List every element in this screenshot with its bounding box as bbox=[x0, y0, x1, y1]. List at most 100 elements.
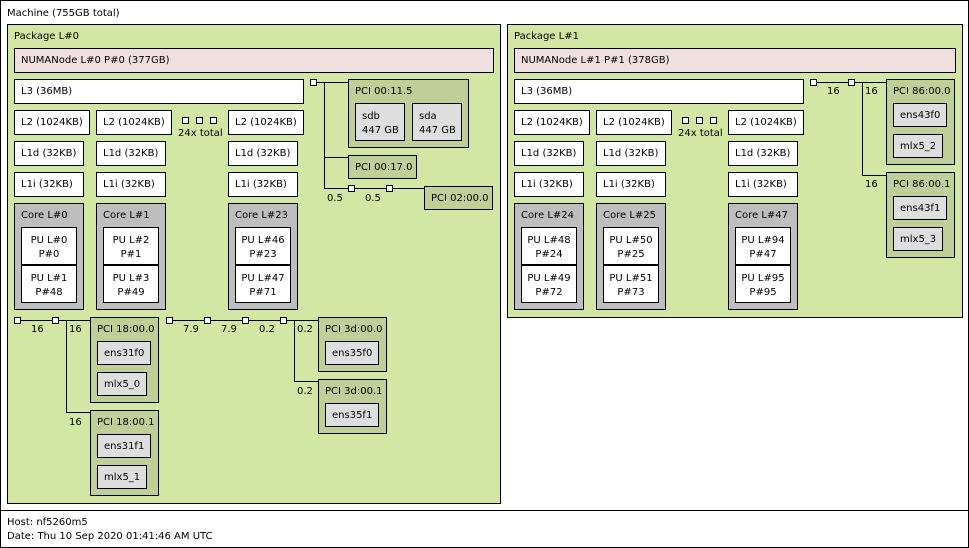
l2-cache: L2 (1024KB) bbox=[596, 110, 672, 135]
link-speed-label: 0.2 bbox=[297, 386, 313, 397]
machine-label: Machine (755GB total) bbox=[7, 8, 120, 19]
block-device-size: 447 GB bbox=[419, 125, 456, 136]
bridge-node bbox=[52, 317, 59, 324]
l1i-cache: L1i (32KB) bbox=[514, 172, 584, 197]
interface-label: mlx5_0 bbox=[104, 378, 141, 390]
pu-name: PU L#2 bbox=[112, 235, 150, 246]
pu-name: PU L#51 bbox=[609, 273, 653, 284]
pci-label: PCI 00:17.0 bbox=[355, 161, 413, 173]
numa-node-1-label: NUMANode L#1 P#1 (378GB) bbox=[521, 55, 670, 66]
l2-label: L2 (1024KB) bbox=[735, 117, 797, 128]
interface-label: ens35f1 bbox=[332, 409, 373, 421]
pu-name: PU L#94 bbox=[741, 235, 785, 246]
link-speed-label: 16 bbox=[865, 86, 878, 97]
link-line bbox=[66, 320, 90, 413]
pu-name: PU L#47 bbox=[241, 273, 285, 284]
l2-label: L2 (1024KB) bbox=[603, 117, 665, 128]
more-indicator bbox=[682, 117, 689, 124]
l2-cache: L2 (1024KB) bbox=[728, 110, 804, 135]
pci-label: PCI 18:00.1 bbox=[97, 417, 155, 428]
pci-label: PCI 3d:00.1 bbox=[325, 386, 383, 397]
bridge-node bbox=[848, 79, 855, 86]
network-interface: ens35f1 bbox=[325, 403, 379, 427]
l1d-label: L1d (32KB) bbox=[21, 148, 77, 159]
package-0-label: Package L#0 bbox=[14, 31, 79, 42]
numa-node-0: NUMANode L#0 P#0 (377GB) bbox=[14, 48, 494, 73]
bridge-node bbox=[14, 317, 21, 324]
interface-label: mlx5_2 bbox=[900, 140, 937, 152]
l1i-label: L1i (32KB) bbox=[235, 179, 287, 190]
more-indicator bbox=[182, 117, 189, 124]
total-label: 24x total bbox=[178, 128, 223, 139]
l2-label: L2 (1024KB) bbox=[235, 117, 297, 128]
l1i-cache: L1i (32KB) bbox=[596, 172, 666, 197]
link-speed-label: 0.2 bbox=[259, 324, 275, 335]
l1d-cache: L1d (32KB) bbox=[228, 141, 298, 166]
l3-cache-0-label: L3 (36MB) bbox=[21, 86, 73, 97]
network-interface: mlx5_0 bbox=[97, 372, 147, 396]
pci-label: PCI 86:00.0 bbox=[893, 86, 951, 97]
l1d-label: L1d (32KB) bbox=[103, 148, 159, 159]
l1i-cache: L1i (32KB) bbox=[14, 172, 84, 197]
link-speed-label: 0.5 bbox=[365, 193, 381, 204]
network-interface: mlx5_1 bbox=[97, 465, 147, 489]
bridge-node bbox=[280, 317, 287, 324]
l1d-cache: L1d (32KB) bbox=[14, 141, 84, 166]
link-line bbox=[294, 320, 318, 382]
pci-label: PCI 86:00.1 bbox=[893, 179, 951, 190]
l3-cache-1-label: L3 (36MB) bbox=[521, 86, 573, 97]
block-device: sdb 447 GB bbox=[355, 103, 405, 141]
network-interface: ens43f0 bbox=[893, 103, 947, 127]
l2-cache: L2 (1024KB) bbox=[14, 110, 90, 135]
l1d-cache: L1d (32KB) bbox=[96, 141, 166, 166]
pci-device: PCI 00:17.0 bbox=[348, 155, 417, 179]
core-label: Core L#47 bbox=[735, 210, 788, 221]
link-speed-label: 16 bbox=[31, 324, 44, 335]
l1d-cache: L1d (32KB) bbox=[728, 141, 798, 166]
pu-index: P#95 bbox=[749, 287, 777, 298]
l3-cache-1: L3 (36MB) bbox=[514, 79, 804, 104]
more-indicator bbox=[710, 117, 717, 124]
network-interface: mlx5_2 bbox=[893, 134, 943, 158]
pci-label: PCI 3d:00.0 bbox=[325, 324, 383, 335]
pu-name: PU L#48 bbox=[527, 235, 571, 246]
pu-name: PU L#95 bbox=[741, 273, 785, 284]
l2-cache: L2 (1024KB) bbox=[514, 110, 590, 135]
link-line bbox=[862, 82, 886, 176]
pu-index: P#0 bbox=[38, 249, 60, 260]
pu-index: P#72 bbox=[535, 287, 563, 298]
pci-device: PCI 02:00.0 bbox=[424, 186, 493, 210]
pu-name: PU L#49 bbox=[527, 273, 571, 284]
bridge-node bbox=[310, 79, 317, 86]
interface-label: ens43f1 bbox=[900, 202, 941, 214]
link-speed-label: 16 bbox=[827, 86, 840, 97]
interface-label: ens35f0 bbox=[332, 347, 373, 359]
interface-label: ens31f0 bbox=[104, 347, 145, 359]
l1i-label: L1i (32KB) bbox=[21, 179, 73, 190]
bridge-node bbox=[386, 185, 393, 192]
pu-index: P#47 bbox=[749, 249, 777, 260]
core-label: Core L#24 bbox=[521, 210, 574, 221]
link-speed-label: 0.5 bbox=[327, 193, 343, 204]
pu-index: P#24 bbox=[535, 249, 563, 260]
l1d-label: L1d (32KB) bbox=[521, 148, 577, 159]
network-interface: ens31f0 bbox=[97, 341, 151, 365]
interface-label: mlx5_3 bbox=[900, 233, 937, 245]
network-interface: ens43f1 bbox=[893, 196, 947, 220]
l2-label: L2 (1024KB) bbox=[103, 117, 165, 128]
bridge-node bbox=[810, 79, 817, 86]
core-label: Core L#25 bbox=[603, 210, 656, 221]
core-label: Core L#0 bbox=[21, 210, 68, 221]
pu-name: PU L#46 bbox=[241, 235, 285, 246]
l1i-label: L1i (32KB) bbox=[521, 179, 573, 190]
link-speed-label: 0.2 bbox=[297, 324, 313, 335]
link-speed-label: 7.9 bbox=[221, 324, 237, 335]
l2-cache: L2 (1024KB) bbox=[96, 110, 172, 135]
